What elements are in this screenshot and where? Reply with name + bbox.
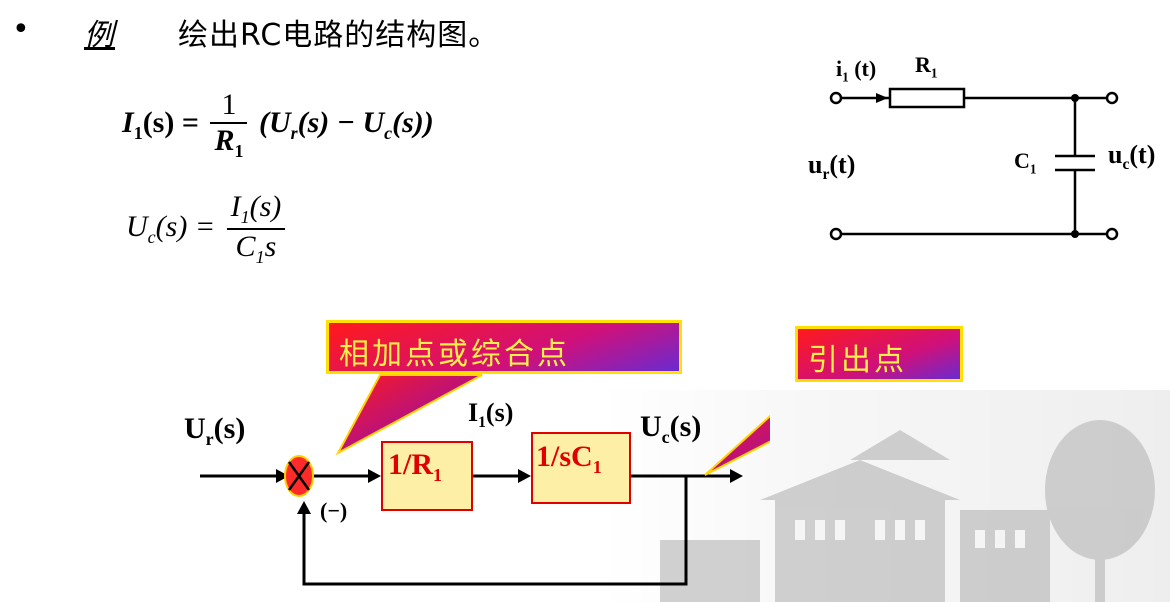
callout-sum-text: 相加点或综合点 xyxy=(339,337,570,372)
example-word: 例 xyxy=(84,18,115,53)
callout-pointer-sum xyxy=(335,374,483,456)
input-signal-label: Ur(s) xyxy=(184,412,246,449)
feedback-arrowhead xyxy=(297,501,311,514)
block-2-label: 1/sC1 xyxy=(536,440,602,477)
callout-pickoff-box: 引出点 xyxy=(795,326,963,382)
output-arrowhead xyxy=(730,469,743,483)
block-1-box xyxy=(381,441,473,511)
feedback-path xyxy=(302,476,688,586)
output-terminal-top xyxy=(1105,91,1119,105)
resistor-label: R1 xyxy=(915,52,938,81)
capacitor-label: C1 xyxy=(1014,148,1037,177)
input-terminal-top xyxy=(829,91,843,105)
output-terminal-bottom xyxy=(1105,227,1119,241)
bullet-point: • xyxy=(12,12,30,47)
callout-sum-box: 相加点或综合点 xyxy=(326,320,682,374)
fraction: I1(s) C1s xyxy=(226,190,286,268)
middle-signal-label: I1(s) xyxy=(468,398,514,432)
equation-current: I1(s) = 1 R1 (Ur(s) − Uc(s)) xyxy=(122,88,434,162)
input-voltage-label: ur(t) xyxy=(808,150,856,184)
current-arrow xyxy=(876,93,888,103)
background-building-image xyxy=(600,390,1170,602)
example-label: 例 xyxy=(84,10,115,54)
output-signal-label: Uc(s) xyxy=(640,410,702,447)
callout-pointer-pickoff xyxy=(704,414,770,476)
feedback-sign-label: (−) xyxy=(320,498,348,523)
block-2-box xyxy=(531,432,631,504)
output-voltage-label: uc(t) xyxy=(1108,140,1156,174)
block-diagram xyxy=(200,374,770,586)
rc-circuit-diagram xyxy=(829,87,1119,241)
fraction: 1 R1 xyxy=(210,88,248,162)
block-1-label: 1/R1 xyxy=(388,448,442,485)
resistor-symbol xyxy=(888,87,966,109)
input-arrowhead xyxy=(276,469,289,483)
input-terminal-bottom xyxy=(829,227,843,241)
callout-pickoff-text: 引出点 xyxy=(808,343,907,378)
equation-voltage: Uc(s) = I1(s) C1s xyxy=(126,190,289,268)
page-title: 绘出RC电路的结构图。 xyxy=(178,18,500,53)
current-label: i1 (t) xyxy=(836,56,877,85)
